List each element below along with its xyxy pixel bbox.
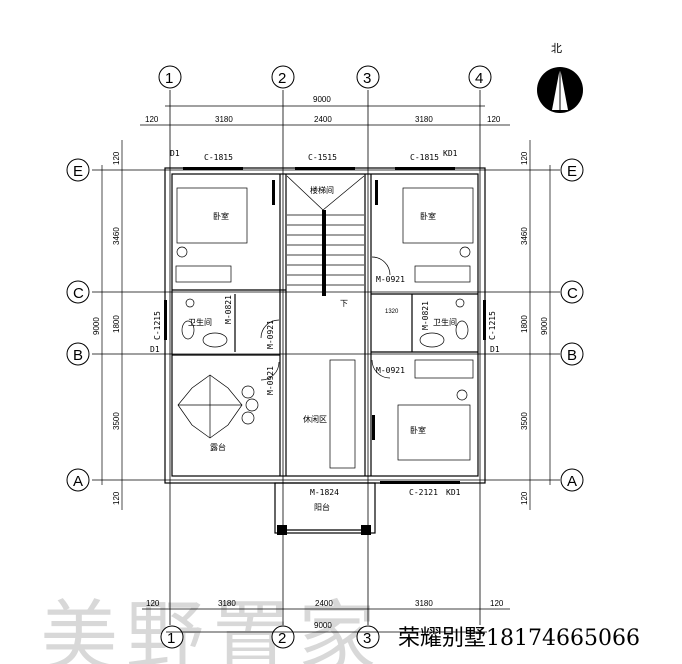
label-dims-bottom_segments-2: 2400 xyxy=(315,599,333,608)
stair-down-label: 下 xyxy=(340,299,348,308)
door-label: M-1824 xyxy=(310,488,339,497)
door-label: M-0921 xyxy=(376,275,405,284)
window-label: KD1 xyxy=(443,149,458,158)
axis-2-top: 2 xyxy=(278,70,286,87)
axis-A-left: A xyxy=(73,473,83,490)
window-label: C-1215 xyxy=(488,311,497,340)
north-arrow-icon: 北 xyxy=(537,42,583,113)
label-dims-top_segments-1: 3180 xyxy=(215,115,233,124)
room-label-bathroom-w: 卫生间 xyxy=(188,317,212,327)
axis-bubbles: 1 2 3 4 1 2 3 E C B A E C B A xyxy=(66,65,584,649)
axis-A-right: A xyxy=(567,473,577,490)
north-label: 北 xyxy=(551,42,562,55)
room-label-bedroom-ne: 卧室 xyxy=(420,211,436,221)
axis-E-left: E xyxy=(73,163,83,180)
window-label: C-1815 xyxy=(410,153,439,162)
watermark: 美野置家 xyxy=(40,593,384,664)
room-label-lounge: 休闲区 xyxy=(303,414,327,424)
dimensions-left: 9000 120 3460 1800 3500 120 xyxy=(92,140,123,510)
axis-B-right: B xyxy=(567,347,577,364)
label-dims-top_segments-2: 2400 xyxy=(314,115,332,124)
room-label-bedroom-se: 卧室 xyxy=(410,425,426,435)
dimensions-bottom: 120 3180 2400 3180 120 9000 xyxy=(142,599,510,633)
window-label: C-2121 xyxy=(409,488,438,497)
axis-B-left: B xyxy=(73,347,83,364)
door-label: M-0821 xyxy=(224,295,233,324)
door-label: M-0921 xyxy=(266,320,275,349)
label-dims-bottom_segments-0: 120 xyxy=(146,599,160,608)
axis-1-top: 1 xyxy=(165,70,173,87)
window-label: C-1215 xyxy=(153,311,162,340)
label-dims-right_segments-1: 3460 xyxy=(520,227,529,245)
label-dims-right_segments-3: 3500 xyxy=(520,412,529,430)
label-dims-right_segments-2: 1800 xyxy=(520,315,529,333)
label-dims-top_segments-3: 3180 xyxy=(415,115,433,124)
corridor-dim: 1320 xyxy=(385,309,399,315)
axis-lines xyxy=(92,90,560,625)
axis-1-bottom: 1 xyxy=(167,630,175,647)
label-dims-left_segments-1: 3460 xyxy=(112,227,121,245)
room-label-bathroom-e: 卫生间 xyxy=(433,317,457,327)
label-dims-left_segments-0: 120 xyxy=(112,151,121,165)
window-label: D1 xyxy=(490,345,500,354)
staircase: 楼梯间 下 xyxy=(286,175,365,308)
axis-2-bottom: 2 xyxy=(278,630,286,647)
room-labels: 卧室 卧室 卫生间 卫生间 露台 休闲区 卧室 阳台 xyxy=(188,211,457,512)
label-dims-right_segments-0: 120 xyxy=(520,151,529,165)
terrace-umbrella-icon xyxy=(177,374,259,439)
label-dims-top_segments-0: 120 xyxy=(145,115,159,124)
label-dims-bottom_segments-3: 3180 xyxy=(415,599,433,608)
label-dims-left_total: 9000 xyxy=(92,317,101,335)
axis-C-right: C xyxy=(567,285,578,302)
bathroom-fixtures xyxy=(181,298,469,348)
label-dims-left_segments-3: 3500 xyxy=(112,412,121,430)
window-label: D1 xyxy=(150,345,160,354)
label-dims-right_segments-4: 120 xyxy=(520,491,529,505)
doors: M-0921 M-0921 M-0921 M-0921 M-0821 M-082… xyxy=(224,256,430,497)
door-label: M-0921 xyxy=(376,366,405,375)
label-dims-bottom_segments-4: 120 xyxy=(490,599,504,608)
label-dims-bottom_total: 9000 xyxy=(314,621,332,630)
label-dims-left_segments-2: 1800 xyxy=(112,315,121,333)
label-dims-top_total: 9000 xyxy=(313,95,331,104)
brand-contact: 荣耀别墅18174665066 xyxy=(398,626,640,651)
label-dims-left_segments-4: 120 xyxy=(112,491,121,505)
room-label-bedroom-nw: 卧室 xyxy=(213,211,229,221)
axis-E-right: E xyxy=(567,163,577,180)
window-label: KD1 xyxy=(446,488,461,497)
room-label-stair: 楼梯间 xyxy=(310,185,334,195)
label-dims-bottom_segments-1: 3180 xyxy=(218,599,236,608)
label-dims-right_total: 9000 xyxy=(540,317,549,335)
room-label-terrace: 露台 xyxy=(210,442,226,452)
window-label: C-1815 xyxy=(204,153,233,162)
door-label: M-0821 xyxy=(421,301,430,330)
dimensions-top: 9000 120 3180 2400 3180 120 xyxy=(140,95,510,126)
window-label: D1 xyxy=(170,149,180,158)
window-label: C-1515 xyxy=(308,153,337,162)
windows: C-1815 C-1515 C-1815 C-1215 C-1215 C-212… xyxy=(150,149,500,497)
axis-C-left: C xyxy=(73,285,84,302)
axis-3-bottom: 3 xyxy=(363,630,371,647)
axis-4-top: 4 xyxy=(475,70,483,87)
beds xyxy=(175,180,474,469)
dimensions-right: 9000 120 3460 1800 3500 120 xyxy=(520,140,551,510)
axis-3-top: 3 xyxy=(363,70,371,87)
label-dims-top_segments-4: 120 xyxy=(487,115,501,124)
door-label: M-0921 xyxy=(266,366,275,395)
walls xyxy=(164,167,486,535)
room-label-balcony: 阳台 xyxy=(314,502,330,512)
